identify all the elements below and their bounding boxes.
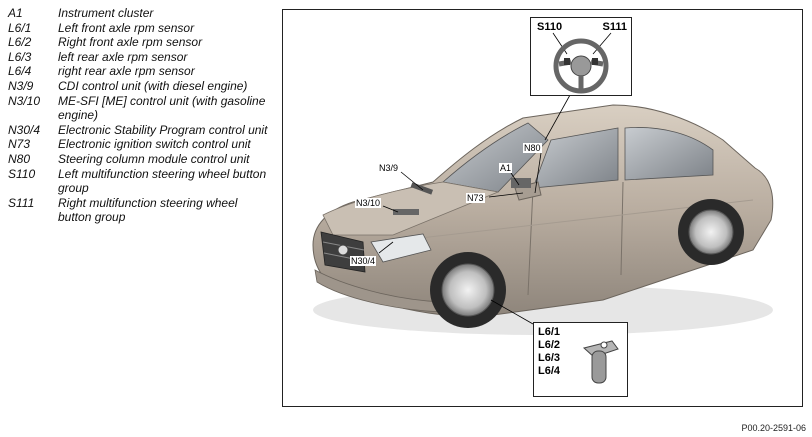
legend-code: A1 <box>8 6 23 20</box>
legend-description: ME-SFI [ME] control unit (with gasoline … <box>58 93 266 123</box>
legend-code: S110 <box>8 166 36 181</box>
legend-description: Electronic ignition switch control unit <box>58 137 251 152</box>
leader-line-a1 <box>510 172 520 186</box>
legend-code: N3/9 <box>8 78 34 93</box>
tag-n80: N80 <box>523 143 542 153</box>
door-line <box>527 187 534 296</box>
tag-n30-4: N30/4 <box>350 256 377 266</box>
tag-n3-9: N3/9 <box>378 163 400 173</box>
legend-code: N80 <box>8 151 31 166</box>
legend-code: L6/4 <box>8 64 32 79</box>
headlight <box>370 233 432 263</box>
hood-emblem <box>337 244 349 256</box>
a1-cluster-marker <box>511 178 531 188</box>
legend-description: Instrument cluster <box>58 6 154 20</box>
s110-label: S110 <box>537 21 563 33</box>
legend-description: right rear axle rpm sensor <box>58 64 195 79</box>
legend-item: N30/4 Electronic Stability Program contro… <box>8 123 270 138</box>
legend-code: N73 <box>8 137 31 152</box>
n3-10-module-marker <box>393 209 419 215</box>
l6-1-label: L6/1 <box>538 326 561 338</box>
legend-description: CDI control unit (with diesel engine) <box>58 78 248 93</box>
leader-line-steering <box>544 94 571 141</box>
legend-code: L6/1 <box>8 20 32 35</box>
legend-item: N3/10 ME-SFI [ME] control unit (with gaso… <box>8 94 270 123</box>
legend-description: Left multifunction steering wheel button… <box>58 166 267 196</box>
legend-description: left rear axle rpm sensor <box>58 49 188 64</box>
axle-sensor-callout: L6/1 L6/2 L6/3 L6/4 <box>533 322 628 397</box>
rpm-sensor-icon <box>582 340 619 384</box>
l6-4-label: L6/4 <box>538 365 561 377</box>
legend-item: N80 Steering column module control unit <box>8 152 270 167</box>
front-side-window <box>532 127 619 189</box>
tag-n3-10: N3/10 <box>355 198 382 208</box>
steering-wheel-icon <box>552 32 612 94</box>
legend-description: Right multifunction steering wheel butto… <box>58 195 238 225</box>
door-line <box>620 181 624 276</box>
tag-a1: A1 <box>499 163 513 173</box>
hood <box>322 181 500 236</box>
steering-wheel-callout: S110 S111 <box>530 17 632 96</box>
rear-rim <box>688 209 734 255</box>
legend-description: Right front axle rpm sensor <box>58 35 203 50</box>
leader-line-n30-4 <box>378 241 394 254</box>
legend-item: N73 Electronic ignition switch control un… <box>8 137 270 152</box>
rear-side-window <box>624 127 714 181</box>
legend-code: S111 <box>8 195 35 210</box>
n3-9-module-marker <box>410 182 434 195</box>
car-illustration <box>312 94 774 335</box>
front-rim <box>441 263 495 317</box>
leader-line-n73 <box>488 192 524 198</box>
leader-line-sensor <box>490 299 534 325</box>
legend-item: L6/1 Left front axle rpm sensor <box>8 21 270 36</box>
legend-item: A1 Instrument cluster <box>8 6 270 21</box>
s111-label: S111 <box>602 21 627 33</box>
legend-item: L6/3 left rear axle rpm sensor <box>8 50 270 65</box>
legend-code: L6/3 <box>8 49 32 64</box>
vehicle-figure: S110 S111 L6/1 L6/2 L6/3 L6/4 N80 A1 N3/… <box>282 9 803 407</box>
legend-item: L6/4 right rear axle rpm sensor <box>8 64 270 79</box>
leader-line-n80 <box>534 152 542 194</box>
legend-description: Steering column module control unit <box>58 151 250 166</box>
legend-item: S110 Left multifunction steering wheel bu… <box>8 167 270 196</box>
component-legend: A1 Instrument cluster L6/1 Left front axle… <box>8 6 270 225</box>
legend-item: N3/9 CDI control unit (with diesel engine… <box>8 79 270 94</box>
legend-description: Electronic Stability Program control uni… <box>58 122 268 137</box>
windshield <box>442 122 549 193</box>
leader-line-n3-9 <box>400 171 424 191</box>
legend-code: N3/10 <box>8 93 41 108</box>
legend-code: N30/4 <box>8 122 41 137</box>
legend-item: S111 Right multifunction steering wheel b… <box>8 196 270 225</box>
figure-reference-number: P00.20-2591-06 <box>741 423 806 433</box>
legend-description: Left front axle rpm sensor <box>58 20 195 35</box>
legend-item: L6/2 Right front axle rpm sensor <box>8 35 270 50</box>
tag-n73: N73 <box>466 193 485 203</box>
leader-line-n3-10 <box>382 205 399 213</box>
l6-2-label: L6/2 <box>538 339 561 351</box>
legend-code: L6/2 <box>8 35 32 50</box>
l6-3-label: L6/3 <box>538 352 561 364</box>
